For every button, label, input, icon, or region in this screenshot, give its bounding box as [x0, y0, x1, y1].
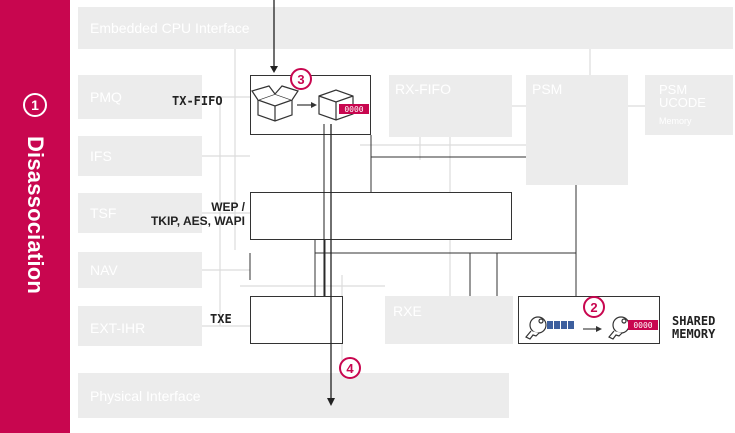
tsf-block: TSF [78, 193, 202, 233]
psm-label: PSM [532, 81, 563, 97]
tx-key-tag-icon: 0000 [339, 104, 369, 114]
sidebar: 1 Disassociation [0, 0, 70, 433]
svg-text:0000: 0000 [344, 105, 363, 114]
embedded-cpu-interface-block: Embedded CPU Interface [78, 7, 733, 49]
psm-ucode-label: PSM UCODE [659, 82, 706, 110]
ifs-block: IFS [78, 136, 202, 176]
txe-label: TXE [210, 312, 232, 326]
old-key-bits-icon [547, 321, 574, 329]
wep-box [250, 192, 512, 240]
nav-block: NAV [78, 252, 202, 288]
nav-label: NAV [90, 262, 118, 278]
step-2-badge: 2 [583, 296, 605, 318]
ext-ihr-block: EXT-IHR [78, 306, 202, 346]
open-box-icon [251, 85, 299, 122]
rxe-block: RXE [385, 296, 513, 344]
step-4-badge: 4 [339, 357, 361, 379]
psm-ucode-memory-label: Memory [659, 116, 692, 126]
pmq-label: PMQ [90, 89, 122, 105]
txe-box [250, 296, 343, 344]
wep-label: WEP / TKIP, AES, WAPI [150, 200, 245, 228]
psm-block: PSM [526, 75, 628, 185]
physical-interface-label: Physical Interface [90, 388, 201, 404]
pmq-block: PMQ [78, 75, 202, 119]
shared-key-tag-icon: 0000 [628, 320, 658, 330]
svg-text:0000: 0000 [633, 321, 652, 330]
psm-ucode-block: PSM UCODE Memory [645, 75, 733, 135]
shared-memory-label: SHARED MEMORY [672, 314, 716, 341]
physical-interface-block: Physical Interface [78, 373, 509, 418]
rx-fifo-block: RX-FIFO [389, 75, 512, 137]
embedded-cpu-interface-label: Embedded CPU Interface [90, 20, 250, 36]
step-3-badge: 3 [290, 68, 312, 90]
new-key-icon [608, 316, 630, 340]
old-key-icon [525, 316, 547, 340]
ext-ihr-label: EXT-IHR [90, 320, 146, 336]
tx-fifo-label: TX-FIFO [172, 94, 223, 108]
rx-fifo-label: RX-FIFO [395, 81, 451, 97]
tsf-label: TSF [90, 205, 117, 221]
step-1-badge: 1 [23, 93, 47, 117]
ifs-label: IFS [90, 148, 112, 164]
rxe-label: RXE [393, 303, 422, 319]
